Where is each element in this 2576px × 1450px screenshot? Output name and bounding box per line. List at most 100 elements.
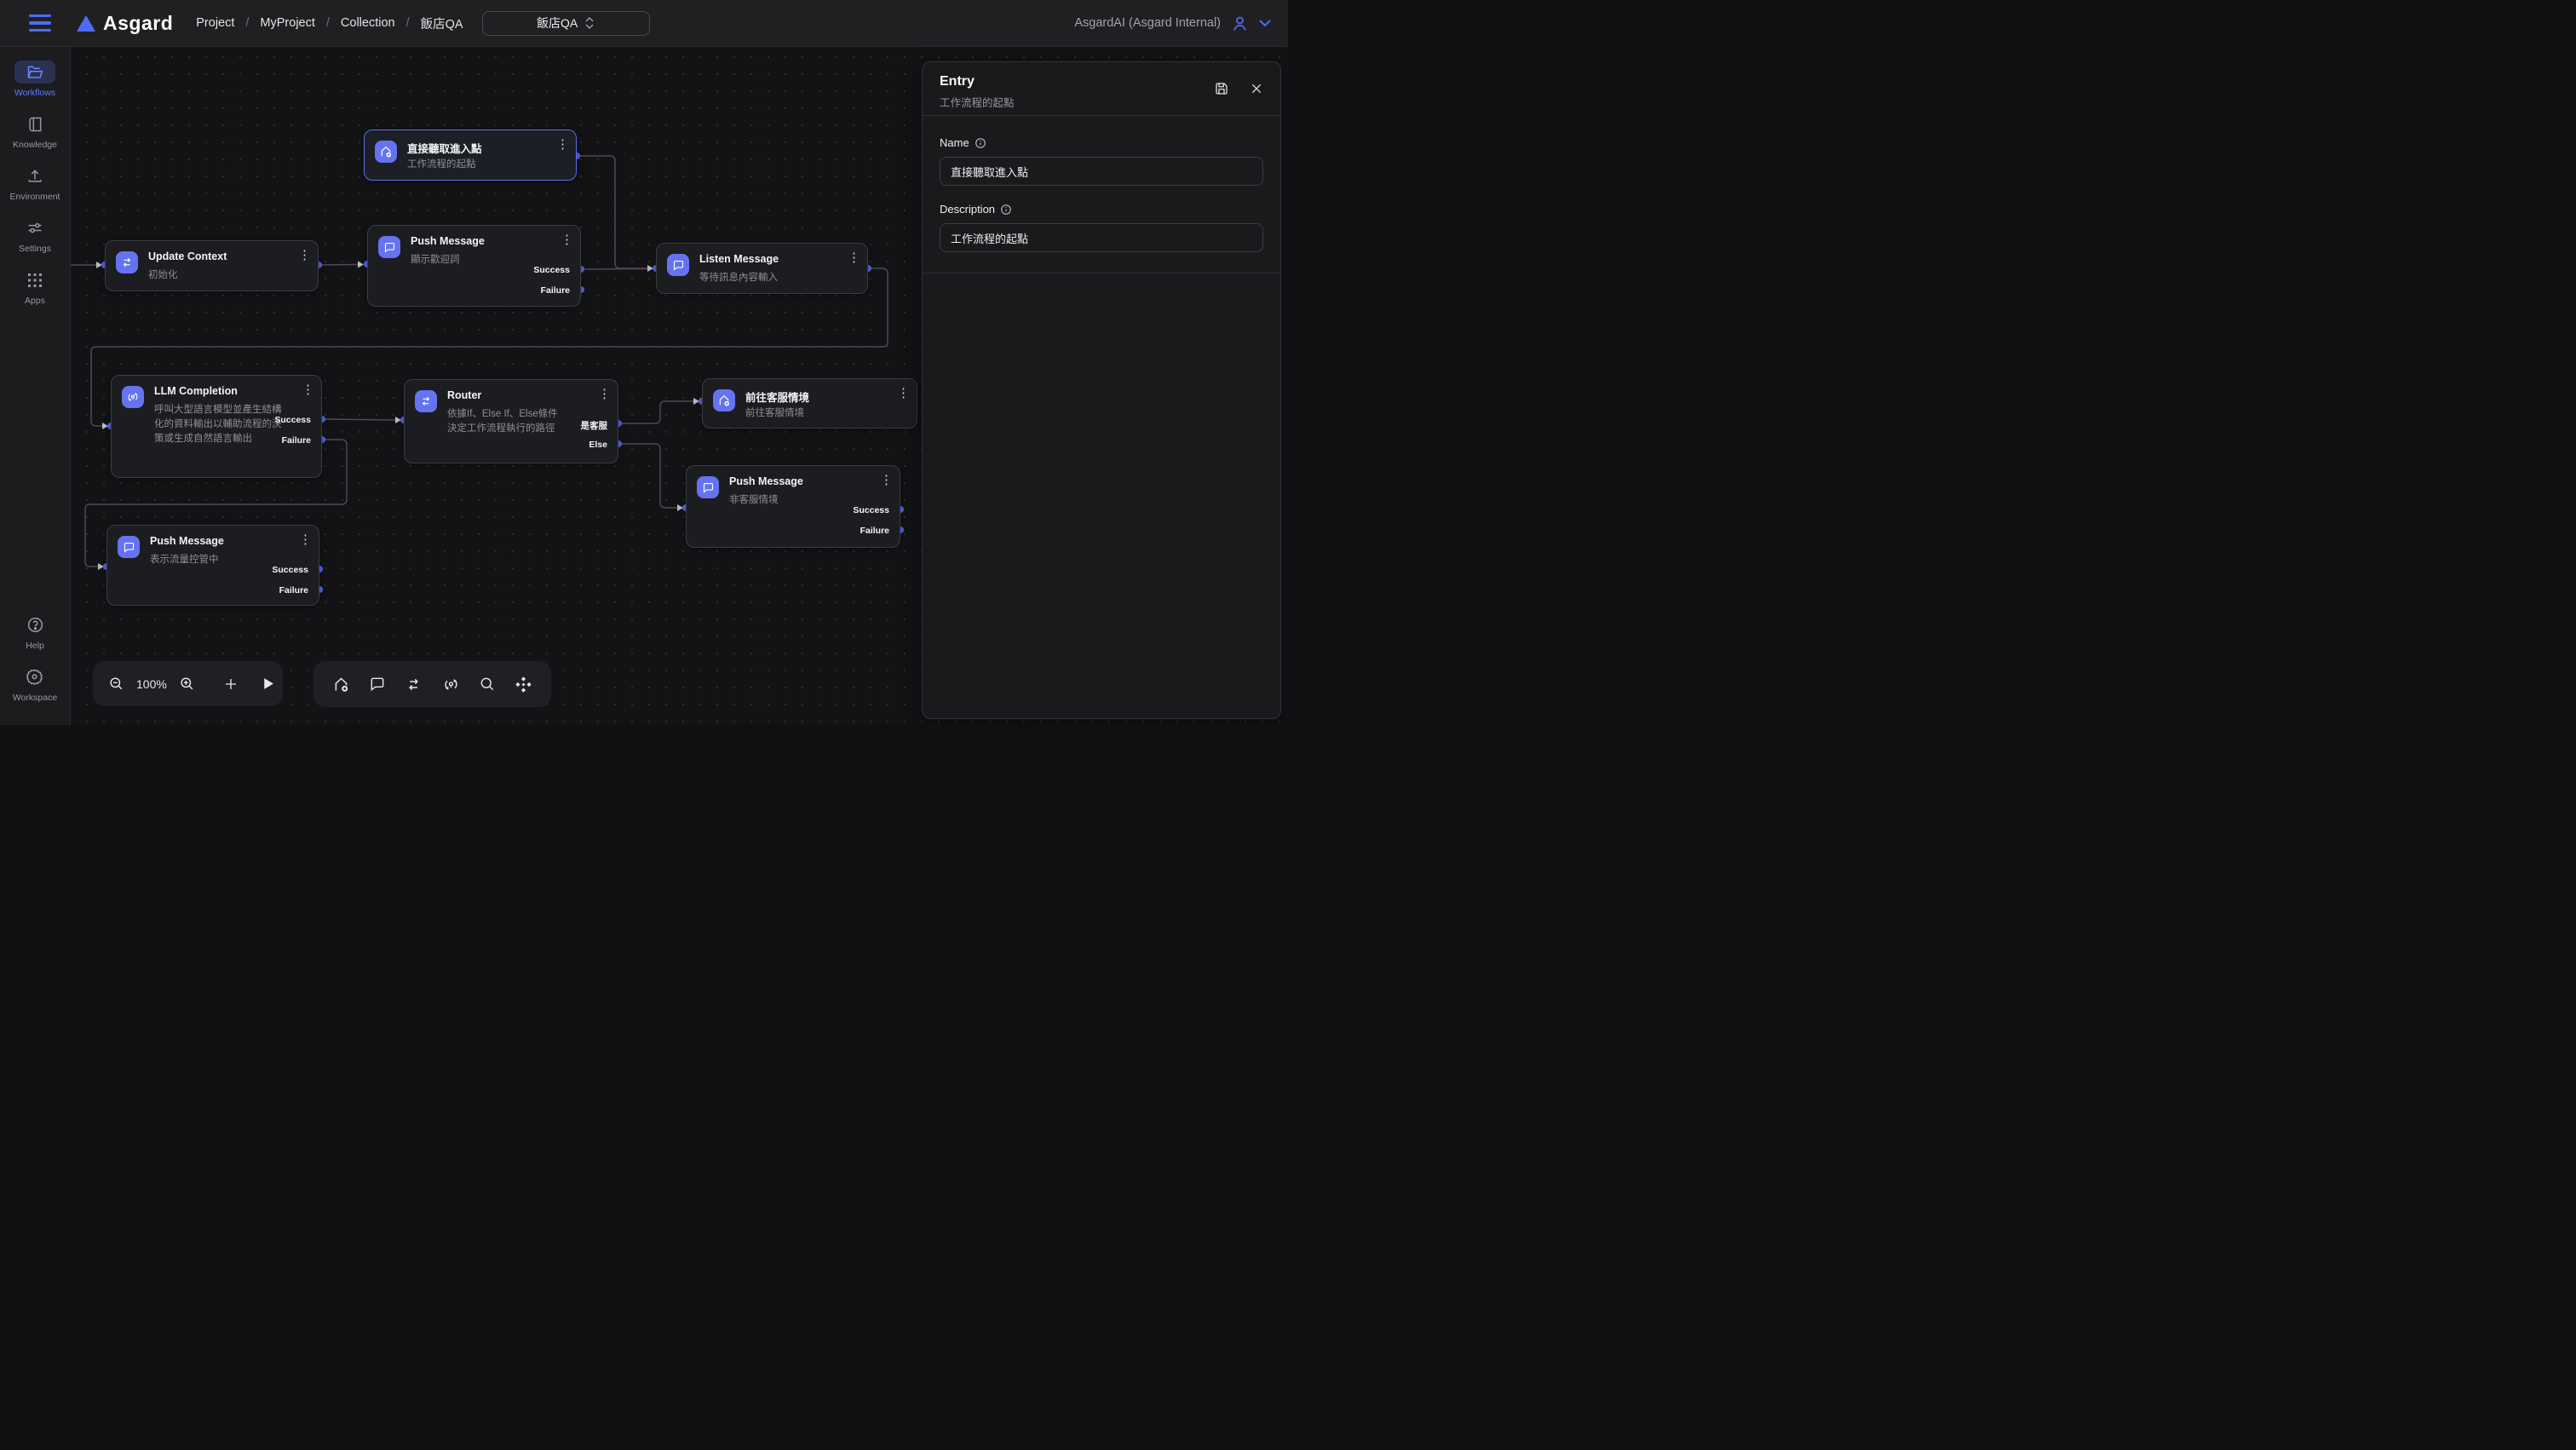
message-node-icon[interactable] [365,672,389,696]
node-push-message-throttle[interactable]: Push Message 表示流量控管中 ⋮ Success Failure [106,525,319,606]
workflow-selector-value: 飯店QA [536,16,578,30]
swap-arrows-icon [415,390,437,412]
node-title: Push Message [411,235,485,247]
breadcrumb-separator: / [405,16,410,30]
output-label-failure: Failure [279,585,308,596]
edge-arrow [102,423,108,429]
node-subtitle: 非客服情境 [729,495,779,505]
zoom-toolbar: 100% [93,661,283,706]
zoom-out-icon[interactable] [105,672,128,695]
gear-icon [26,668,43,686]
node-menu-icon[interactable]: ⋮ [880,473,893,487]
node-subtitle: 等待訊息內容輸入 [699,273,778,283]
workflow-selector[interactable]: 飯店QA [481,10,650,36]
run-workflow-icon[interactable] [257,673,279,694]
node-subtitle: 顯示歡迎詞 [411,255,460,265]
fit-view-icon[interactable] [511,672,536,697]
node-subtitle: 表示流量控管中 [150,555,219,565]
llm-node-icon[interactable] [439,672,463,697]
sidebar-item-knowledge[interactable]: Knowledge [13,112,57,150]
node-update-context[interactable]: Update Context 初始化 ⋮ [105,240,319,291]
output-label-success: Success [274,415,311,425]
zoom-level: 100% [136,676,167,691]
search-icon[interactable] [475,672,499,696]
sidebar-item-settings[interactable]: Settings [14,216,55,254]
description-label: Description [940,203,996,216]
panel-body: Name Description [923,116,1280,273]
panel-title: Entry [940,74,975,89]
node-menu-icon[interactable]: ⋮ [299,532,312,547]
chat-bubble-icon [378,236,400,258]
node-listen-message[interactable]: Listen Message 等待訊息內容輸入 ⋮ [656,243,868,294]
llm-icon [122,386,144,408]
node-push-message-welcome[interactable]: Push Message 顯示歡迎詞 ⋮ Success Failure [367,225,581,307]
edge-arrow [395,417,401,423]
node-title: Update Context [148,250,227,262]
node-push-message-non-cs[interactable]: Push Message 非客服情境 ⋮ Success Failure [686,465,900,548]
add-node-icon[interactable] [220,673,242,695]
asgard-app: Asgard Project / MyProject / Collection … [0,0,1288,725]
info-icon [1000,204,1012,216]
node-detail-panel: Entry 工作流程的起點 Name [922,61,1281,719]
save-icon[interactable] [1210,78,1233,100]
node-title: 前往客服情境 [745,392,810,404]
left-sidebar: Workflows Knowledge Environment Settings [0,47,71,725]
node-router[interactable]: Router 依據If、Else If、Else條件決定工作流程執行的路徑 ⋮ … [404,379,618,463]
logo-text: Asgard [103,11,174,34]
node-title: Router [447,389,482,401]
workflow-canvas[interactable]: 直接聽取進入點 工作流程的起點 ⋮ Update Context 初始化 ⋮ P… [71,47,1288,725]
node-llm-completion[interactable]: LLM Completion 呼叫大型語言模型並產生結構化的資料輸出以輔助流程的… [111,375,322,478]
breadcrumb-myproject[interactable]: MyProject [260,16,315,30]
node-goto-cs[interactable]: 前往客服情境 前往客服情境 ⋮ [702,378,917,429]
sidebar-item-workflows[interactable]: Workflows [14,60,55,98]
name-label: Name [940,136,969,149]
edge-arrow [647,265,653,272]
node-title: Push Message [729,475,803,487]
top-bar: Asgard Project / MyProject / Collection … [0,0,1288,47]
sidebar-item-workspace[interactable]: Workspace [13,665,57,703]
menu-icon[interactable] [29,14,51,32]
node-menu-icon[interactable]: ⋮ [598,387,611,401]
output-label-is-cs: 是客服 [580,421,608,431]
folder-icon [26,64,43,81]
description-input[interactable] [940,223,1263,252]
chevron-up-down-icon [584,17,595,29]
sidebar-item-help[interactable]: Help [14,613,55,651]
node-menu-icon[interactable]: ⋮ [302,383,314,397]
edge [321,418,397,421]
edge-arrow [677,504,683,511]
node-entry[interactable]: 直接聽取進入點 工作流程的起點 ⋮ [364,129,577,181]
sidebar-item-apps[interactable]: Apps [14,268,55,306]
breadcrumb-separator: / [325,16,330,30]
node-title: 直接聽取進入點 [407,143,482,155]
breadcrumb-project[interactable]: Project [196,16,235,30]
entry-node-icon[interactable] [329,672,354,697]
node-subtitle: 前往客服情境 [745,408,804,418]
node-menu-icon[interactable]: ⋮ [848,250,860,265]
sidebar-item-environment[interactable]: Environment [10,164,60,202]
user-icon[interactable] [1231,14,1249,32]
node-menu-icon[interactable]: ⋮ [298,248,311,262]
node-menu-icon[interactable]: ⋮ [897,386,910,400]
node-menu-icon[interactable]: ⋮ [561,233,573,247]
edge [577,155,648,269]
node-subtitle: 呼叫大型語言模型並產生結構化的資料輸出以輔助流程的決策或生成自然語言輸出 [154,405,282,444]
edge [618,443,678,509]
output-label-success: Success [853,505,889,515]
breadcrumb-workflow[interactable]: 飯店QA [420,17,463,32]
node-menu-icon[interactable]: ⋮ [556,137,569,152]
sidebar-item-label: Apps [25,296,45,306]
account-label: AsgardAI (Asgard Internal) [1074,16,1221,30]
output-label-failure: Failure [281,435,311,446]
node-title: Push Message [150,535,224,547]
name-input[interactable] [940,157,1263,186]
close-icon[interactable] [1246,78,1267,100]
zoom-in-icon[interactable] [175,672,198,695]
chat-bubble-icon [697,476,719,498]
router-node-icon[interactable] [401,672,426,697]
breadcrumb-collection[interactable]: Collection [340,16,395,30]
edge-arrow [693,398,699,405]
node-subtitle: 依據If、Else If、Else條件決定工作流程執行的路徑 [447,409,558,434]
sidebar-item-label: Help [26,641,44,651]
chevron-down-icon[interactable] [1259,19,1271,27]
